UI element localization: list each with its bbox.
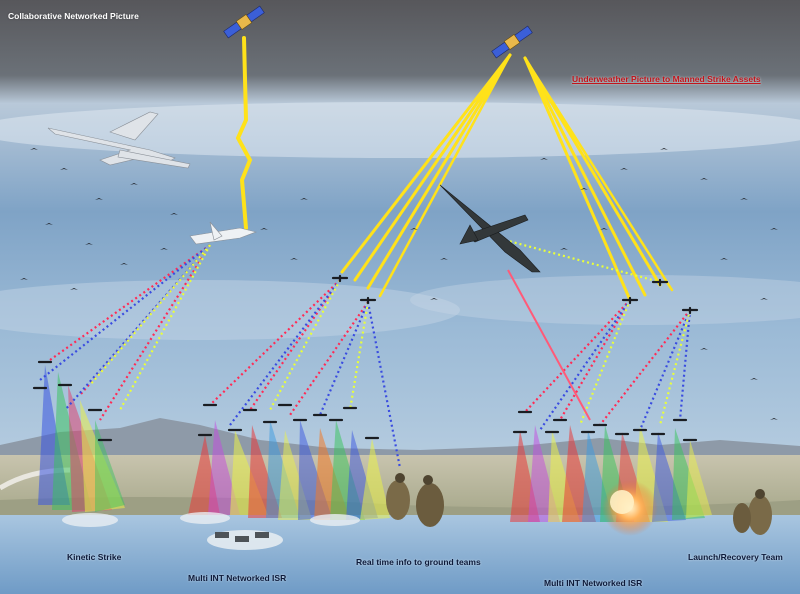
satellite-icon	[491, 25, 533, 59]
realtime-info-label: Real time info to ground teams	[356, 557, 481, 567]
cloud-band	[0, 280, 460, 340]
motherships-aircraft-icon	[189, 221, 258, 245]
ground-team-icon	[733, 489, 772, 535]
attack-aircraft-icon	[439, 184, 541, 273]
explosion-icon	[602, 480, 658, 536]
uav-swarm-icon	[20, 148, 778, 420]
water	[0, 515, 800, 594]
relay-drones	[32, 274, 699, 442]
kinetic-strike-label: Kinetic Strike	[67, 552, 122, 562]
diagram-title: Collaborative Networked Picture	[8, 11, 139, 21]
isr-left-label: Multi INT Networked ISR	[188, 573, 287, 583]
cloud-band	[410, 275, 800, 325]
isr-right-label: Multi INT Networked ISR	[544, 578, 643, 588]
ground-team-icon	[386, 473, 444, 527]
transport-aircraft-icon	[47, 111, 191, 169]
ground-base	[62, 512, 360, 550]
launch-recovery-label: Launch/Recovery Team	[688, 552, 783, 562]
underweather-label: Underweather Picture to Manned Strike As…	[572, 74, 761, 84]
satellite-icon	[223, 5, 265, 39]
satellite-links	[235, 36, 674, 302]
strike-link	[507, 269, 591, 421]
cloud-band	[0, 102, 800, 158]
data-links	[39, 238, 692, 469]
